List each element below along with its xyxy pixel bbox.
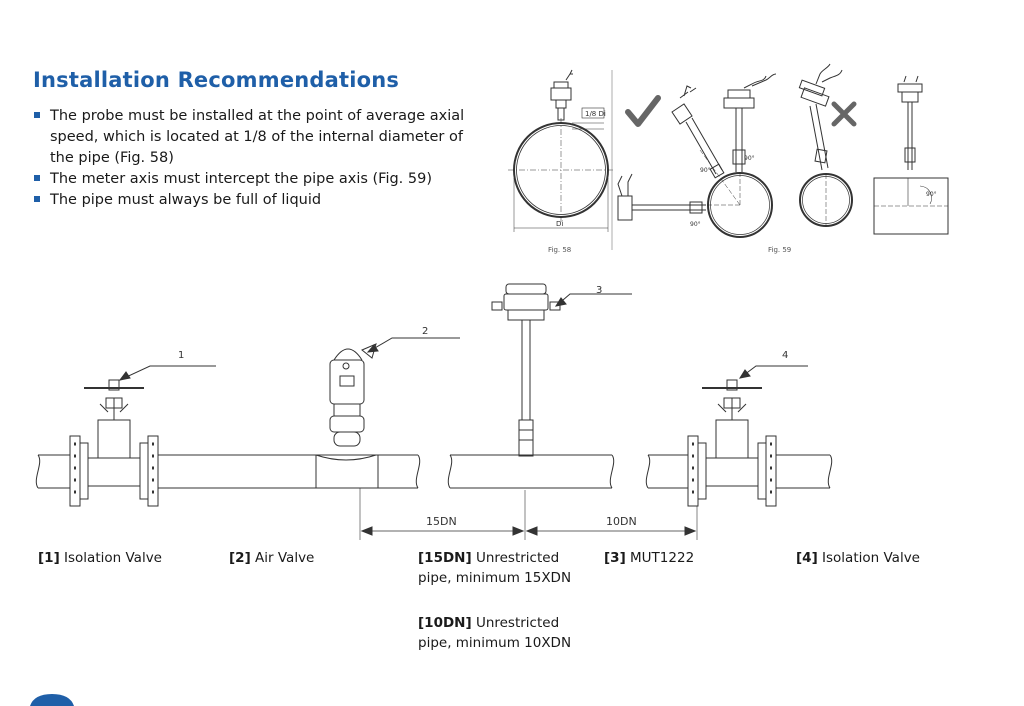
fig59-drawing: 90° 90° 90° 90° Fig — [617, 63, 949, 254]
fig58-dim-di: Di — [556, 220, 563, 228]
legend-item-isolation-valve-4: [4] Isolation Valve — [796, 550, 920, 566]
recommendation-list: The probe must be installed at the point… — [33, 106, 473, 211]
legend-item-air-valve: [2] Air Valve — [229, 550, 315, 566]
fig58-caption: Fig. 58 — [548, 246, 571, 254]
bullet-square-icon — [34, 175, 40, 181]
fig59-angle-label: 90° — [700, 167, 711, 174]
bullet-square-icon — [34, 196, 40, 202]
callout-1: 1 — [178, 350, 184, 361]
dimension-downstream: 10DN — [606, 515, 637, 528]
legend-item-meter: [3] MUT1222 — [604, 550, 695, 566]
recommendation-item: The pipe must always be full of liquid — [33, 190, 473, 211]
fig59-angle-label: 90° — [690, 221, 701, 228]
legend-item-15dn: [15DN] Unrestricted pipe, minimum 15XDN — [418, 550, 572, 586]
fig58-drawing: 1/8 Di Di Fig. 58 — [508, 69, 614, 254]
fig59-angle-label: 90° — [744, 155, 755, 162]
fig58-dim-top: 1/8 Di — [585, 110, 606, 118]
bullet-square-icon — [34, 112, 40, 118]
brand-logo-icon — [30, 694, 74, 706]
legend-item-isolation-valve-1: [1] Isolation Valve — [38, 550, 162, 566]
legend-item-10dn: [10DN] Unrestricted pipe, minimum 10XDN — [418, 615, 572, 651]
callout-3: 3 — [596, 285, 602, 296]
dimension-upstream: 15DN — [426, 515, 457, 528]
callout-4: 4 — [782, 350, 788, 361]
fig59-caption: Fig. 59 — [768, 246, 791, 254]
check-icon — [625, 95, 661, 127]
pipeline-drawing: 1 2 3 4 15DN 10DN — [35, 283, 833, 540]
callout-2: 2 — [422, 326, 428, 337]
recommendation-item: The meter axis must intercept the pipe a… — [33, 169, 473, 190]
page-title: Installation Recommendations — [33, 68, 400, 92]
fig59-angle-label: 90° — [926, 191, 937, 198]
recommendation-item: The probe must be installed at the point… — [33, 106, 473, 169]
cross-icon — [831, 101, 857, 127]
